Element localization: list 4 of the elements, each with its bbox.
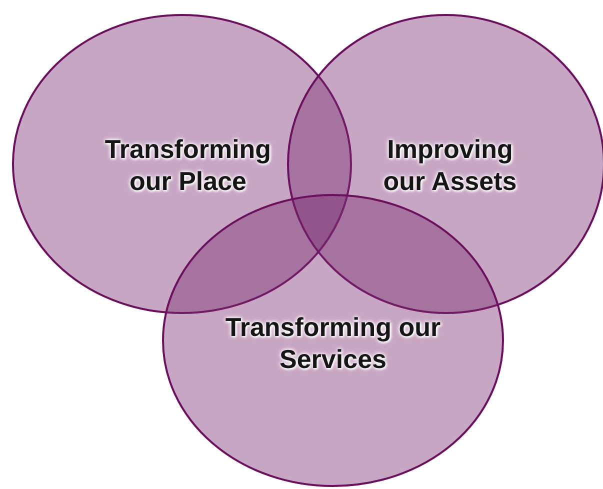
circle-label: Improving our Assets: [382, 133, 518, 197]
circle-label: Transforming our Services: [224, 311, 442, 375]
venn-circle: [162, 194, 504, 487]
circle-label: Transforming our Place: [104, 133, 272, 197]
